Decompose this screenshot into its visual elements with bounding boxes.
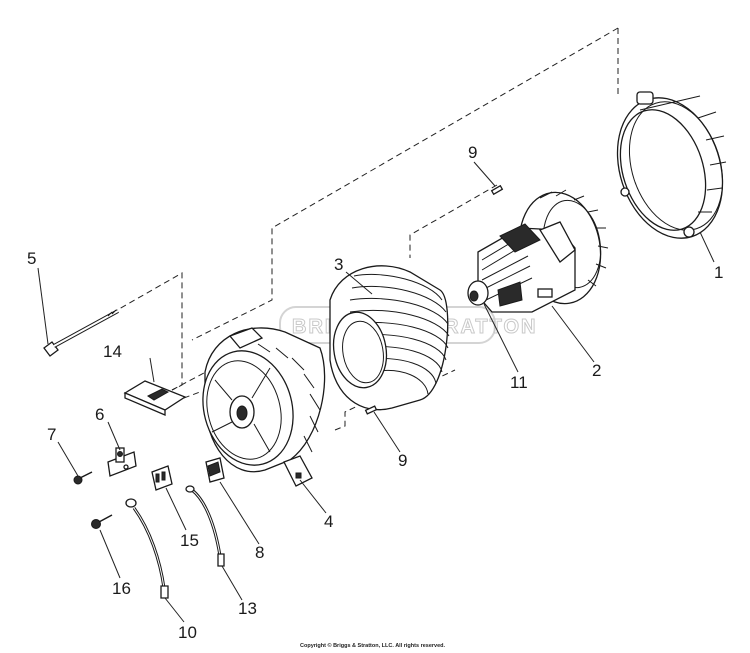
callout-3: 3 — [334, 255, 343, 274]
callout-9-upper: 9 — [468, 143, 477, 162]
part-7-screw — [73, 471, 93, 485]
callout-13: 13 — [238, 599, 257, 618]
callout-1: 1 — [714, 263, 723, 282]
copyright-notice: Copyright © Briggs & Stratton, LLC. All … — [300, 643, 446, 649]
callout-11: 11 — [510, 373, 528, 392]
callout-4: 4 — [324, 512, 333, 531]
callout-9-lower: 9 — [398, 451, 407, 470]
part-3-stator — [329, 265, 450, 411]
part-1-rear-housing — [616, 91, 727, 239]
callout-14: 14 — [103, 342, 122, 361]
part-6-brush-holder — [107, 447, 137, 477]
callout-7: 7 — [47, 425, 56, 444]
part-8-brush — [205, 457, 225, 483]
callout-16: 16 — [112, 579, 131, 598]
part-13-wire-lead — [185, 485, 225, 567]
part-14-pad — [123, 380, 187, 416]
leader-lines — [37, 161, 715, 623]
part-11-bearing — [467, 280, 489, 306]
callout-6: 6 — [95, 405, 104, 424]
callout-15: 15 — [180, 531, 199, 550]
callout-10: 10 — [178, 623, 197, 642]
part-5-bolt — [43, 309, 119, 357]
part-9-pin-upper — [490, 184, 504, 196]
callout-labels: 1 2 3 4 5 6 7 8 9 9 10 11 13 14 15 16 — [27, 143, 723, 642]
part-2-stator-assembly — [477, 189, 609, 313]
callout-2: 2 — [592, 361, 601, 380]
part-9-pin-lower — [364, 405, 378, 415]
part-4-front-housing — [202, 327, 326, 487]
part-10-ground-wire — [125, 498, 169, 599]
part-16-screw — [91, 514, 113, 529]
callout-8: 8 — [255, 543, 264, 562]
callout-5: 5 — [27, 249, 36, 268]
part-15-terminal-block — [151, 465, 173, 491]
